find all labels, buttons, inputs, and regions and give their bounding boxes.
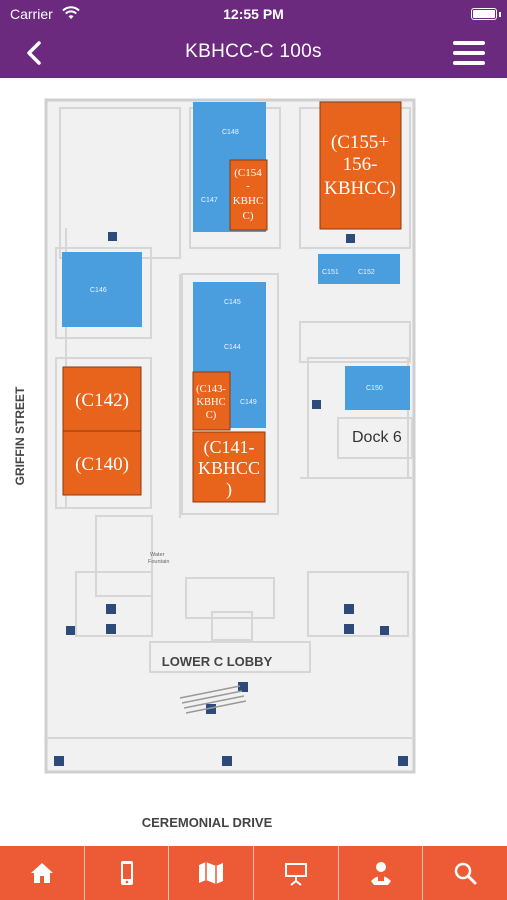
floor-plan-map: C148 C147 C146 C145 C144 C149 C151 C152 … <box>13 98 416 830</box>
highlighted-room-labels: (C155+ 156- KBHCC) (C154 - KBHC C) (C142… <box>75 132 396 500</box>
label-c144: C144 <box>224 344 241 351</box>
label-c154-l1: (C154 <box>234 167 262 179</box>
room-c154[interactable] <box>229 159 268 231</box>
water-fountain-label-2: Fountain <box>148 559 169 565</box>
label-c154-l2: - <box>246 180 250 192</box>
label-c143-l2: KBHC <box>196 397 225 408</box>
label-c145: C145 <box>224 299 241 306</box>
room-c143[interactable] <box>192 371 231 431</box>
room-c150[interactable] <box>345 366 410 410</box>
street-label-left: GRIFFIN STREET <box>13 386 27 485</box>
water-fountain-label-1: Water <box>150 552 165 558</box>
label-c143-l3: C) <box>206 410 217 421</box>
room-c142[interactable] <box>62 366 142 432</box>
room-c151-c152[interactable] <box>318 254 400 284</box>
chevron-left-icon[interactable] <box>20 38 50 68</box>
room-c146[interactable] <box>62 252 142 327</box>
presentation-icon <box>284 863 307 886</box>
speaker-icon <box>370 862 391 885</box>
tab-mobile[interactable] <box>85 846 170 900</box>
label-c143-l1: (C143- <box>196 384 226 395</box>
label-c154-l3: KBHC <box>233 195 264 207</box>
clock: 12:55 PM <box>223 6 284 22</box>
label-c155-l1: (C155+ <box>331 132 389 153</box>
blue-room-labels: C148 C147 C146 C145 C144 C149 C151 C152 … <box>90 129 383 406</box>
label-c146: C146 <box>90 287 107 294</box>
label-c141-l3: ) <box>226 479 232 500</box>
search-icon <box>454 862 477 885</box>
label-c152: C152 <box>358 269 375 276</box>
map-icon <box>199 862 224 884</box>
tab-search[interactable] <box>423 846 507 900</box>
label-c147: C147 <box>201 197 218 204</box>
lobby-label: LOWER C LOBBY <box>162 654 273 669</box>
label-c140: (C140) <box>75 454 129 475</box>
floor-plan[interactable]: C148 C147 C146 C145 C144 C149 C151 C152 … <box>0 78 507 846</box>
room-c145-c144[interactable] <box>193 282 266 372</box>
home-icon <box>30 863 53 883</box>
status-bar: Carrier 12:55 PM <box>0 0 507 28</box>
dock-label: Dock 6 <box>352 429 402 446</box>
label-c141-l2: KBHCC <box>198 458 260 478</box>
nav-bar: KBHCC-C 100s <box>0 28 507 78</box>
carrier-label: Carrier <box>10 6 53 22</box>
label-c142: (C142) <box>75 390 129 411</box>
tab-map[interactable] <box>169 846 255 900</box>
label-c154-l4: C) <box>243 210 254 222</box>
tab-home[interactable] <box>0 846 85 900</box>
label-c151: C151 <box>322 269 339 276</box>
highlighted-rooms <box>62 101 402 503</box>
room-c149[interactable] <box>230 368 266 428</box>
tab-bar <box>0 846 507 900</box>
room-c140[interactable] <box>62 430 142 496</box>
room-c141[interactable] <box>192 431 266 503</box>
wifi-icon <box>62 6 80 19</box>
tab-presentation[interactable] <box>254 846 339 900</box>
label-c141-l1: (C141- <box>204 437 255 458</box>
street-label-bottom: CEREMONIAL DRIVE <box>142 815 273 830</box>
room-c155-156[interactable] <box>319 101 402 230</box>
battery-icon <box>471 8 497 20</box>
tab-speaker[interactable] <box>339 846 424 900</box>
phone-icon <box>120 861 133 885</box>
page-title: KBHCC-C 100s <box>185 41 322 62</box>
label-c150: C150 <box>366 385 383 392</box>
label-c155-l3: KBHCC) <box>324 178 396 199</box>
label-c149: C149 <box>240 399 257 406</box>
hamburger-menu-icon[interactable] <box>453 41 485 65</box>
label-c148: C148 <box>222 129 239 136</box>
label-c155-l2: 156- <box>343 154 378 175</box>
